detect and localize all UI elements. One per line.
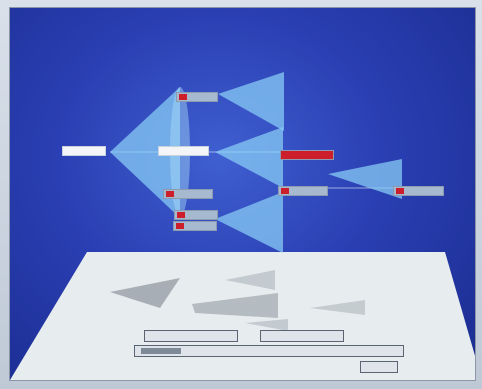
node-label-selected[interactable] xyxy=(158,146,209,156)
node-label-root[interactable] xyxy=(62,146,106,156)
shadow-cone xyxy=(225,270,275,290)
node-label-lower-b[interactable] xyxy=(173,221,217,231)
cones xyxy=(110,72,402,253)
floor-plane xyxy=(10,252,475,380)
cone-right[interactable] xyxy=(328,159,402,199)
shadow-cone xyxy=(245,319,288,331)
control-button-right[interactable] xyxy=(260,330,344,342)
control-button-left[interactable] xyxy=(144,330,238,342)
cone-root[interactable] xyxy=(110,87,180,218)
control-button-small[interactable] xyxy=(360,361,398,373)
shadow-cone xyxy=(310,300,365,315)
node-label-highlighted[interactable] xyxy=(280,150,334,160)
cone-top[interactable] xyxy=(218,72,284,131)
control-slider[interactable] xyxy=(134,345,404,357)
node-label-mid-right[interactable] xyxy=(278,186,328,196)
cone-middle[interactable] xyxy=(215,127,283,188)
cone-lower[interactable] xyxy=(215,192,283,253)
cone-tree-scene xyxy=(10,72,475,380)
shadow-cone xyxy=(110,278,180,308)
3d-tree-viewport[interactable] xyxy=(9,7,476,381)
node-label-mid-left[interactable] xyxy=(163,189,213,199)
slider-fill xyxy=(141,347,181,354)
node-label-right[interactable] xyxy=(393,186,444,196)
node-label-lower-a[interactable] xyxy=(174,210,218,220)
shadow-cone xyxy=(192,293,278,318)
node-label-top[interactable] xyxy=(176,92,218,102)
